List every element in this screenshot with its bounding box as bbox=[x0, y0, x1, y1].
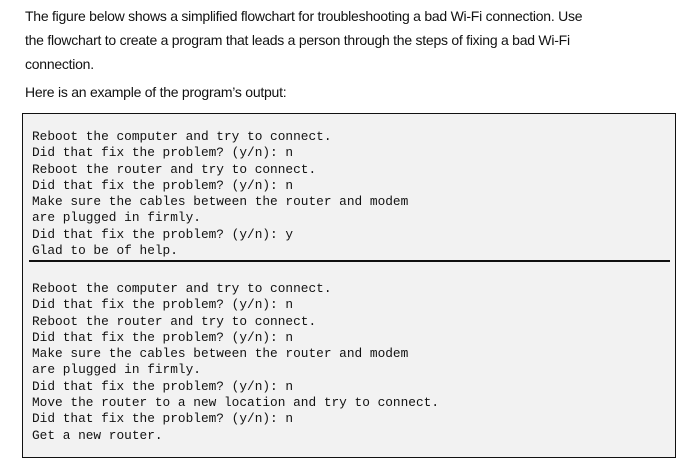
output-line: Did that fix the problem? (y/n): n bbox=[32, 378, 294, 394]
output-line: Did that fix the problem? (y/n): n bbox=[32, 329, 294, 345]
output-line: Get a new router. bbox=[32, 427, 163, 443]
output-line: Make sure the cables between the router … bbox=[32, 346, 409, 362]
output-line: are plugged in firmly. bbox=[32, 362, 201, 378]
output-line: are plugged in firmly. bbox=[32, 210, 201, 226]
output-line: Reboot the router and try to connect. bbox=[32, 161, 317, 177]
output-line: Did that fix the problem? (y/n): n bbox=[32, 177, 294, 193]
example-divider bbox=[29, 260, 670, 262]
output-line: Did that fix the problem? (y/n): n bbox=[32, 411, 294, 427]
output-line: Did that fix the problem? (y/n): y bbox=[32, 226, 294, 242]
output-line: Glad to be of help. bbox=[32, 243, 178, 259]
output-line: Reboot the router and try to connect. bbox=[32, 313, 317, 329]
output-line: Make sure the cables between the router … bbox=[32, 194, 409, 210]
output-line: Reboot the computer and try to connect. bbox=[32, 129, 332, 144]
intro-line: The figure below shows a simplified flow… bbox=[25, 8, 583, 24]
intro-paragraph: The figure below shows a simplified flow… bbox=[25, 4, 685, 76]
output-line: Reboot the computer and try to connect. bbox=[32, 281, 332, 296]
output-line: Move the router to a new location and tr… bbox=[32, 395, 440, 411]
example-lead: Here is an example of the program’s outp… bbox=[25, 84, 287, 100]
example-output-2: Reboot the computer and try to connect.D… bbox=[32, 281, 439, 444]
output-example-box: Reboot the computer and try to connect.D… bbox=[22, 113, 676, 458]
example-output-1: Reboot the computer and try to connect.D… bbox=[32, 129, 408, 259]
output-line: Did that fix the problem? (y/n): n bbox=[32, 145, 294, 161]
output-line: Did that fix the problem? (y/n): n bbox=[32, 297, 294, 313]
intro-line: connection. bbox=[25, 56, 94, 72]
intro-line: the flowchart to create a program that l… bbox=[25, 32, 570, 48]
